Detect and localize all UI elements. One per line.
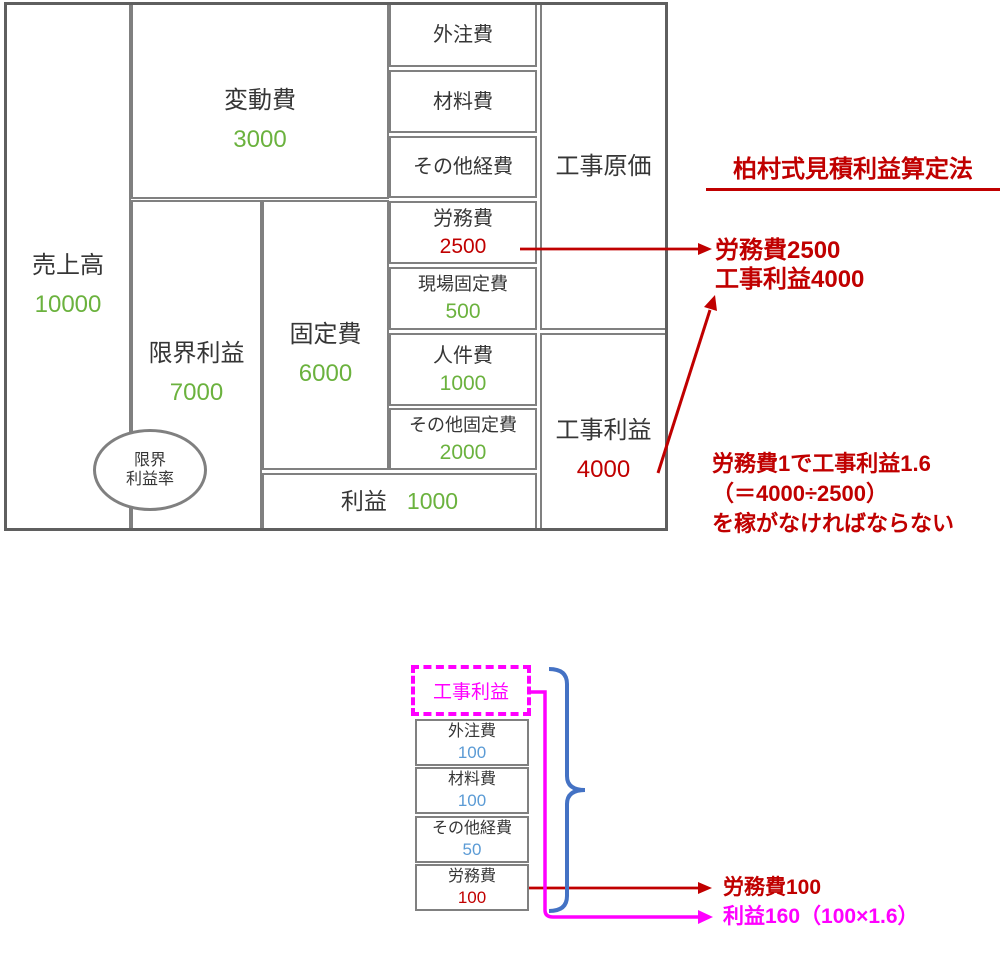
rate-line2: 利益率 — [125, 471, 174, 488]
labor-label: 労務費 — [433, 207, 493, 230]
stack-construction-profit-label: 工事利益 — [432, 682, 509, 703]
stack-construction-profit-box: 工事利益 — [411, 665, 531, 716]
stack-item-materials: 材料費 100 — [415, 767, 529, 814]
cell-variable-cost: 変動費 3000 — [131, 3, 389, 199]
cell-outsourcing: 外注費 — [389, 3, 537, 67]
cell-fixed-cost: 固定費 6000 — [262, 200, 389, 470]
note-ratio-line1: 労務費1で工事利益1.6 — [712, 451, 931, 476]
note-ratio-line2: （＝4000÷2500） — [712, 481, 888, 506]
marginal-profit-label: 限界利益 — [148, 339, 245, 367]
cell-construction-cost: 工事原価 — [540, 3, 667, 330]
outsourcing-label: 外注費 — [433, 24, 493, 46]
stack-brace — [548, 667, 586, 913]
site-fixed-value: 500 — [445, 300, 481, 323]
profit-connector-arrow — [531, 690, 713, 924]
other-fixed-value: 2000 — [439, 440, 487, 464]
profit-value: 1000 — [406, 488, 459, 515]
sales-value: 10000 — [34, 291, 102, 318]
other-expenses-label: その他経費 — [413, 156, 513, 178]
materials-label: 材料費 — [433, 90, 493, 113]
construction-profit-value: 4000 — [576, 456, 631, 483]
stack-labor-arrow — [529, 882, 712, 894]
marginal-profit-rate-ellipse: 限界 利益率 — [93, 429, 207, 511]
cell-site-fixed: 現場固定費 500 — [389, 267, 537, 330]
cell-personnel: 人件費 1000 — [389, 333, 537, 406]
site-fixed-label: 現場固定費 — [418, 274, 508, 294]
stack-profit-note: 利益160（100×1.6） — [723, 905, 919, 928]
cell-materials: 材料費 — [389, 70, 537, 133]
other-fixed-label: その他固定費 — [409, 414, 517, 435]
note-labor-2500: 労務費2500 — [715, 237, 841, 264]
sales-label: 売上高 — [32, 252, 104, 279]
cell-sales: 売上高 10000 — [5, 3, 131, 530]
note-ratio-line3: を稼がなければならない — [712, 511, 955, 536]
cell-profit: 利益 1000 — [262, 473, 537, 530]
fixed-cost-label: 固定費 — [289, 320, 362, 348]
method-title: 柏村式見積利益算定法 — [706, 154, 1000, 191]
cell-construction-profit: 工事利益 4000 — [540, 333, 667, 530]
cell-other-expenses: その他経費 — [389, 136, 537, 198]
construction-cost-label: 工事原価 — [555, 152, 652, 180]
personnel-value: 1000 — [439, 371, 487, 395]
cell-other-fixed: その他固定費 2000 — [389, 408, 537, 470]
stack-item-labor: 労務費 100 — [415, 864, 529, 911]
rate-line1: 限界 — [133, 452, 166, 469]
stack-labor-note: 労務費100 — [723, 876, 822, 899]
variable-cost-value: 3000 — [233, 125, 287, 153]
labor-value: 2500 — [439, 234, 487, 258]
stack-item-other-expenses: その他経費 50 — [415, 816, 529, 863]
marginal-profit-value: 7000 — [169, 378, 224, 406]
cell-labor: 労務費 2500 — [389, 201, 537, 264]
variable-cost-label: 変動費 — [224, 86, 296, 114]
construction-profit-label: 工事利益 — [555, 417, 652, 444]
personnel-label: 人件費 — [433, 344, 493, 367]
fixed-cost-value: 6000 — [298, 359, 353, 387]
note-labor-profit: 労務費2500 工事利益4000 — [715, 236, 864, 294]
stack-item-outsourcing: 外注費 100 — [415, 719, 529, 766]
profit-label: 利益 — [340, 488, 387, 515]
note-profit-4000: 工事利益4000 — [715, 266, 865, 293]
note-ratio-explanation: 労務費1で工事利益1.6 （＝4000÷2500） を稼がなければならない — [712, 449, 954, 539]
